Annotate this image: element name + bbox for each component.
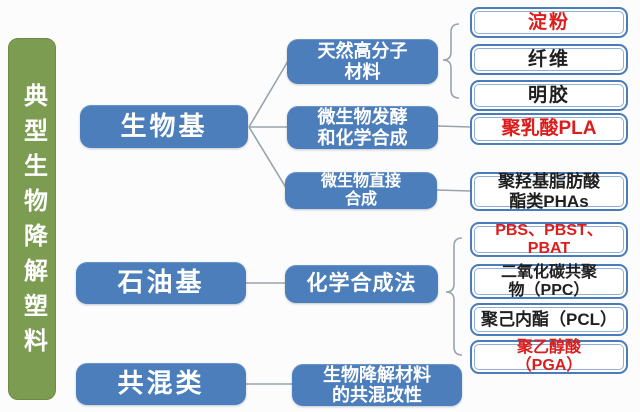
leaf-pcl: 聚己内酯（PCL）	[470, 303, 628, 336]
leaf-fiber: 纤维	[470, 44, 628, 75]
node-blend-type: 共混类	[76, 363, 246, 405]
connector-bio-to-direct	[248, 126, 289, 192]
leaf-gelatin: 明胶	[470, 80, 628, 111]
connector-fermentation-to-pla	[437, 125, 472, 128]
leaf-phas: 聚羟基脂肪酸 酯类PHAs	[470, 172, 628, 211]
connector-bio-to-natural	[248, 60, 289, 128]
leaf-ppc: 二氧化碳共聚 物（PPC）	[470, 264, 628, 299]
node-blend-modification: 生物降解材料 的共混改性	[292, 364, 462, 406]
node-chemical-synthesis-method: 化学合成法	[285, 265, 438, 303]
brace-chemical-synthesis-group	[445, 237, 463, 356]
node-microbial-fermentation-chemical-synthesis: 微生物发酵 和化学合成	[287, 106, 438, 149]
root-category-bar: 典型生物降解塑料	[8, 38, 56, 400]
node-microbial-direct-synthesis: 微生物直接 合成	[285, 172, 437, 209]
leaf-pla: 聚乳酸PLA	[470, 113, 628, 145]
leaf-pbs-pbst-pbat: PBS、PBST、 PBAT	[470, 222, 628, 257]
leaf-pga: 聚乙醇酸 （PGA）	[470, 339, 628, 374]
node-natural-polymer-materials: 天然高分子 材料	[287, 39, 438, 84]
leaf-starch: 淀粉	[470, 7, 628, 38]
node-bio-based: 生物基	[80, 105, 248, 148]
node-petroleum-based: 石油基	[76, 262, 246, 304]
connector-direct-to-phas	[436, 189, 472, 192]
brace-natural-polymer-group	[442, 23, 460, 99]
